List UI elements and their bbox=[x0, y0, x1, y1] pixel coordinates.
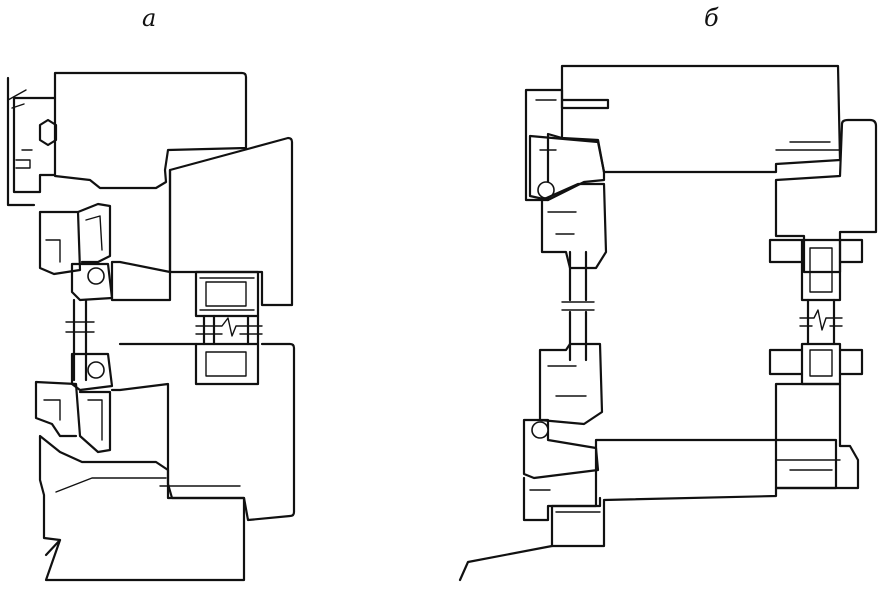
section-b-break-mark-inner bbox=[799, 309, 843, 331]
section-a-upper-spacer-ribs bbox=[199, 277, 255, 311]
section-a-lower-sash bbox=[34, 380, 112, 454]
section-b-upper-glazing-flange bbox=[768, 238, 864, 264]
section-b-glass-pane-inner bbox=[806, 298, 836, 346]
section-b-upper-frame bbox=[560, 64, 842, 174]
section-a-lower-seal bbox=[87, 361, 105, 379]
section-b-lower-frame-rib bbox=[529, 489, 601, 513]
section-b-inner-board-upper-rib bbox=[775, 141, 841, 151]
section-a-upper-inner-frame bbox=[110, 136, 294, 307]
section-a-upper-frame-clip bbox=[12, 96, 58, 194]
section-b-lower-seal bbox=[531, 421, 549, 439]
section-b-lower-inner-sash-rib bbox=[547, 365, 587, 397]
section-a-upper-frame bbox=[53, 71, 248, 190]
section-a-glass-pane-left bbox=[72, 298, 88, 382]
section-b-lower-glazing-inner bbox=[809, 349, 833, 377]
section-a-wall-edge bbox=[6, 76, 36, 207]
section-a bbox=[6, 71, 296, 582]
section-b bbox=[458, 64, 878, 582]
section-b-upper-glazing-box bbox=[800, 238, 842, 302]
section-a-lower-spacer-box bbox=[194, 342, 260, 386]
section-a-threshold bbox=[44, 538, 62, 557]
section-b-upper-inner-sash bbox=[540, 182, 608, 270]
section-a-lower-glass-bead bbox=[70, 352, 114, 392]
section-b-glass-pane-outer bbox=[568, 250, 588, 362]
section-b-inner-board-lower-rib bbox=[775, 459, 841, 471]
section-b-upper-inner-sash-rib bbox=[547, 211, 577, 235]
section-a-upper-glass-bead bbox=[70, 262, 114, 302]
section-a-lower-spacer-inner bbox=[205, 351, 247, 377]
section-b-upper-frame-rib bbox=[535, 99, 557, 151]
section-a-glass-pane-right bbox=[202, 314, 260, 346]
section-a-lower-frame-rib bbox=[55, 477, 241, 493]
section-a-upper-sash bbox=[38, 202, 112, 276]
section-b-threshold bbox=[458, 544, 554, 582]
section-a-upper-seal bbox=[87, 267, 105, 285]
figure-label-b: б bbox=[704, 4, 719, 32]
section-a-lower-frame bbox=[38, 434, 246, 582]
section-a-upper-spacer-inner bbox=[205, 281, 247, 307]
section-b-inner-board-lower bbox=[774, 382, 860, 490]
section-a-lower-inner-frame bbox=[110, 342, 296, 522]
section-b-lower-glazing-flange bbox=[768, 348, 864, 376]
section-a-lower-sash-rib bbox=[43, 399, 103, 441]
section-b-upper-glazing-inner bbox=[809, 247, 833, 293]
section-b-lower-frame-clip bbox=[522, 476, 602, 522]
section-a-upper-frame-rib bbox=[15, 149, 33, 169]
section-a-upper-spacer-box bbox=[194, 270, 260, 318]
section-a-upper-sash-rib bbox=[45, 215, 103, 263]
section-b-lower-frame bbox=[550, 438, 838, 548]
section-b-break-mark-outer bbox=[561, 301, 595, 311]
section-a-break-mark-right bbox=[195, 317, 263, 337]
section-b-upper-sash bbox=[528, 134, 606, 202]
section-a-break-mark-left bbox=[65, 321, 95, 333]
figure-label-a: а bbox=[142, 4, 157, 32]
